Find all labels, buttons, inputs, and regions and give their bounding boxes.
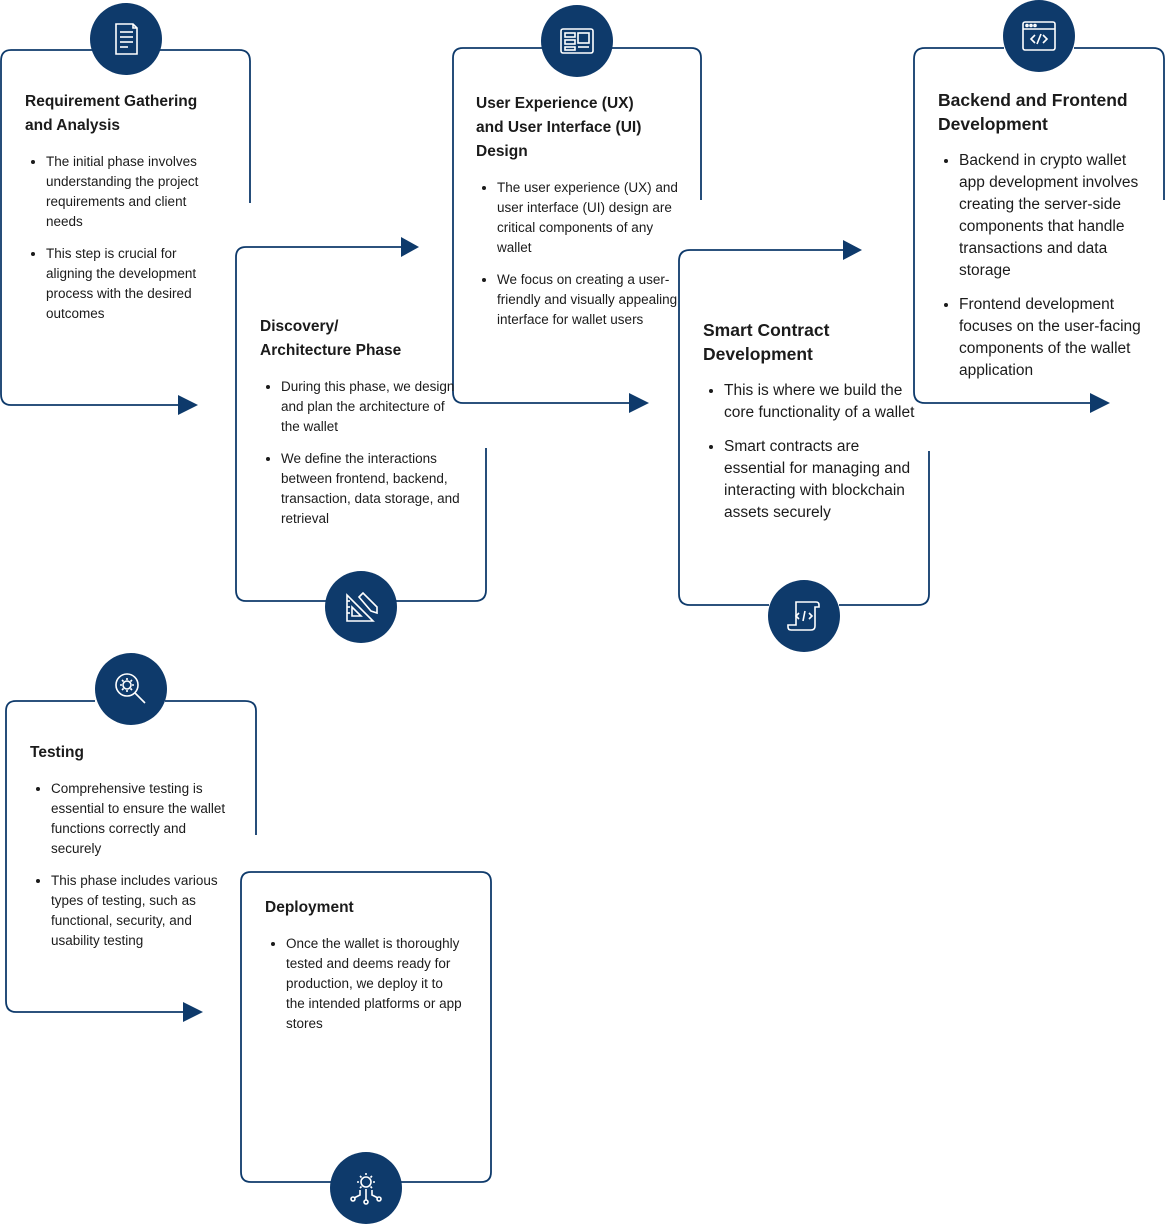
- step-card-discovery-architecture: Discovery/ Architecture Phase During thi…: [260, 315, 466, 541]
- step-5-outline: [913, 47, 1092, 404]
- step-bullet: This is where we build the core function…: [724, 380, 917, 424]
- arrow-head: [843, 240, 862, 260]
- ui-layout-icon: [560, 28, 594, 54]
- step-bullet: Comprehensive testing is essential to en…: [51, 779, 230, 859]
- arrow-head: [401, 237, 419, 257]
- step-bullet: Frontend development focuses on the user…: [959, 294, 1152, 382]
- magnifier-gear-icon: [115, 673, 146, 704]
- step-bullet: The user experience (UX) and user interf…: [497, 178, 690, 258]
- step-6-badge: [95, 653, 167, 725]
- step-4-badge: [768, 580, 840, 652]
- step-card-requirement-gathering: Requirement Gathering and Analysis The i…: [25, 90, 225, 336]
- step-3-outline: [452, 47, 632, 404]
- code-window-icon: [1022, 21, 1056, 51]
- step-3-outline-right: [612, 47, 702, 200]
- arrow-head: [178, 395, 198, 415]
- step-bullet: We define the interactions between front…: [281, 449, 466, 529]
- document-list-icon: [115, 23, 138, 55]
- step-1-outline: [90, 49, 251, 203]
- step-card-ux-ui-design: User Experience (UX) and User Interface …: [476, 92, 690, 342]
- step-5-badge: [1003, 0, 1075, 72]
- step-title: Discovery/ Architecture Phase: [260, 318, 402, 359]
- step-title: Backend and Frontend Development: [938, 90, 1128, 134]
- step-bullet: Once the wallet is thoroughly tested and…: [286, 934, 465, 1034]
- step-bullet: During this phase, we design and plan th…: [281, 377, 466, 437]
- arrow-head: [183, 1002, 203, 1022]
- code-scroll-icon: [787, 601, 820, 631]
- step-bullet: Smart contracts are essential for managi…: [724, 436, 917, 524]
- step-7-badge: [330, 1152, 402, 1224]
- step-card-testing: Testing Comprehensive testing is essenti…: [30, 741, 230, 963]
- step-2-outline: [235, 246, 405, 602]
- gear-network-icon: [350, 1173, 382, 1205]
- step-title: User Experience (UX) and User Interface …: [476, 95, 642, 160]
- ruler-pencil-icon: [346, 591, 378, 622]
- step-1-outline-bottom: [0, 49, 180, 406]
- step-card-backend-frontend: Backend and Frontend Development Backend…: [938, 88, 1152, 394]
- step-3-badge: [541, 5, 613, 77]
- arrow-head: [1090, 393, 1110, 413]
- step-7-outline: [251, 871, 492, 1183]
- step-4-outline-right: [839, 451, 930, 606]
- arrow-head: [629, 393, 649, 413]
- step-1-badge: [90, 3, 162, 75]
- step-bullet: The initial phase involves understanding…: [46, 152, 225, 232]
- step-bullet: This phase includes various types of tes…: [51, 871, 230, 951]
- step-5-outline-right: [1074, 47, 1165, 200]
- step-7-outline-left: [240, 871, 331, 1183]
- step-title: Testing: [30, 744, 84, 761]
- step-bullet: Backend in crypto wallet app development…: [959, 150, 1152, 282]
- step-bullet: We focus on creating a user-friendly and…: [497, 270, 690, 330]
- step-6-outline: [5, 700, 185, 1013]
- step-bullet: This step is crucial for aligning the de…: [46, 244, 225, 324]
- step-card-deployment: Deployment Once the wallet is thoroughly…: [265, 896, 465, 1046]
- step-6-outline-right: [165, 700, 257, 835]
- step-card-smart-contract: Smart Contract Development This is where…: [703, 318, 917, 536]
- step-4-outline: [678, 249, 846, 606]
- step-2-badge: [325, 571, 397, 643]
- step-2-outline-right: [396, 448, 487, 602]
- step-title: Requirement Gathering and Analysis: [25, 93, 198, 134]
- step-title: Smart Contract Development: [703, 320, 830, 364]
- step-title: Deployment: [265, 899, 354, 916]
